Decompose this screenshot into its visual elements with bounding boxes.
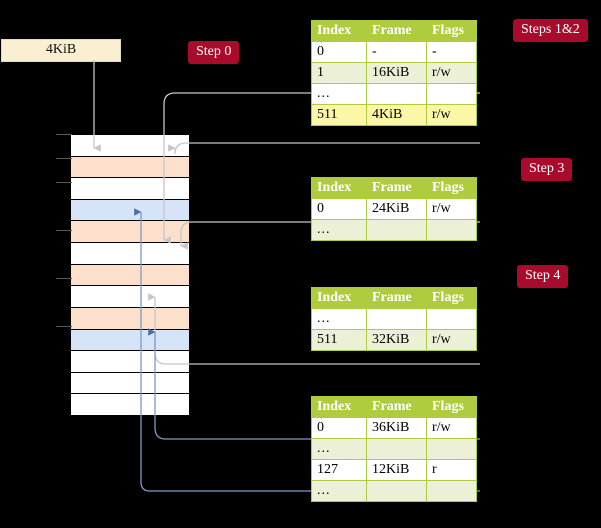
table-column-header: Index: [311, 287, 367, 309]
memory-tick: [56, 230, 72, 231]
table-cell: [426, 438, 477, 460]
table-column-header: Index: [311, 20, 367, 42]
table-cell: ...: [311, 480, 367, 502]
table-cell: ...: [311, 83, 367, 105]
table-column-header: Flags: [426, 287, 477, 309]
memory-frame-row: [70, 350, 190, 373]
table-cell: [366, 480, 427, 502]
table-cell: 12KiB: [366, 459, 427, 481]
table-cell: -: [366, 41, 427, 63]
table-cell: 32KiB: [366, 329, 427, 351]
memory-frame-row: [70, 371, 190, 395]
memory-frame-row: [70, 177, 190, 200]
memory-tick: [56, 134, 72, 135]
table-cell: r/w: [426, 62, 477, 84]
memory-frame-row: [70, 220, 190, 244]
table-cell: 511: [311, 104, 367, 126]
memory-frame-row: [70, 285, 190, 308]
table-column-header: Flags: [426, 396, 477, 418]
step-label-0: Step 0: [188, 41, 240, 64]
table-cell: [366, 438, 427, 460]
table-row: ...: [311, 83, 477, 105]
ellipsis-cell: ...: [317, 482, 331, 498]
table-cell: [366, 83, 427, 105]
memory-frame-row: [70, 328, 190, 352]
table-cell: [366, 219, 427, 241]
table-row: ...: [311, 219, 477, 241]
table-cell: r/w: [426, 198, 477, 220]
table-row: ...: [311, 480, 477, 502]
table-cell: 4KiB: [366, 104, 427, 126]
table-cell: 0: [311, 41, 367, 63]
table-cell: r: [426, 459, 477, 481]
table-cell: r/w: [426, 417, 477, 439]
table-cell: -: [426, 41, 477, 63]
ellipsis-cell: ...: [317, 440, 331, 456]
table-row: 0--: [311, 41, 477, 63]
table-row: ...: [311, 308, 477, 330]
memory-frame-row: [70, 242, 190, 265]
table-cell: 127: [311, 459, 367, 481]
ellipsis-cell: ...: [317, 221, 331, 237]
table-cell: 0: [311, 198, 367, 220]
memory-frame-row: [70, 263, 190, 287]
table-cell: r/w: [426, 329, 477, 351]
step-label-1-2: Steps 1&2: [513, 19, 588, 42]
ellipsis-cell: ...: [317, 85, 331, 101]
table-cell: r/w: [426, 104, 477, 126]
memory-frame-row: [70, 198, 190, 222]
table-cell: [426, 83, 477, 105]
table-cell: 36KiB: [366, 417, 427, 439]
table-cell: [426, 308, 477, 330]
table-cell: ...: [311, 438, 367, 460]
table-cell: 1: [311, 62, 367, 84]
table-column-header: Flags: [426, 20, 477, 42]
table-cell: ...: [311, 308, 367, 330]
step-label-3: Step 3: [521, 158, 573, 181]
table-column-header: Index: [311, 396, 367, 418]
memory-frame-row: [70, 134, 190, 157]
table-row: ...: [311, 438, 477, 460]
memory-frame-row: [70, 393, 190, 416]
table-column-header: Frame: [366, 287, 427, 309]
table-column-header: Index: [311, 177, 367, 199]
table-cell: ...: [311, 219, 367, 241]
table-cell: 16KiB: [366, 62, 427, 84]
table-column-header: Frame: [366, 177, 427, 199]
ellipsis-cell: ...: [317, 310, 331, 326]
table-cell: [366, 308, 427, 330]
table-cell: 24KiB: [366, 198, 427, 220]
memory-tick: [56, 326, 72, 327]
table-cell: [426, 219, 477, 241]
table-column-header: Flags: [426, 177, 477, 199]
memory-frame-row: [70, 155, 190, 179]
memory-tick: [56, 158, 72, 159]
memory-tick: [56, 278, 72, 279]
table-cell: [426, 480, 477, 502]
physical-memory-column: [70, 134, 190, 416]
table-cell: 511: [311, 329, 367, 351]
table-column-header: Frame: [366, 396, 427, 418]
memory-frame-row: [70, 306, 190, 330]
step-label-4: Step 4: [517, 265, 569, 288]
memory-tick: [56, 182, 72, 183]
virtual-page-box: 4KiB: [1, 39, 121, 62]
table-cell: 0: [311, 417, 367, 439]
virtual-page-label: 4KiB: [45, 42, 77, 57]
table-column-header: Frame: [366, 20, 427, 42]
